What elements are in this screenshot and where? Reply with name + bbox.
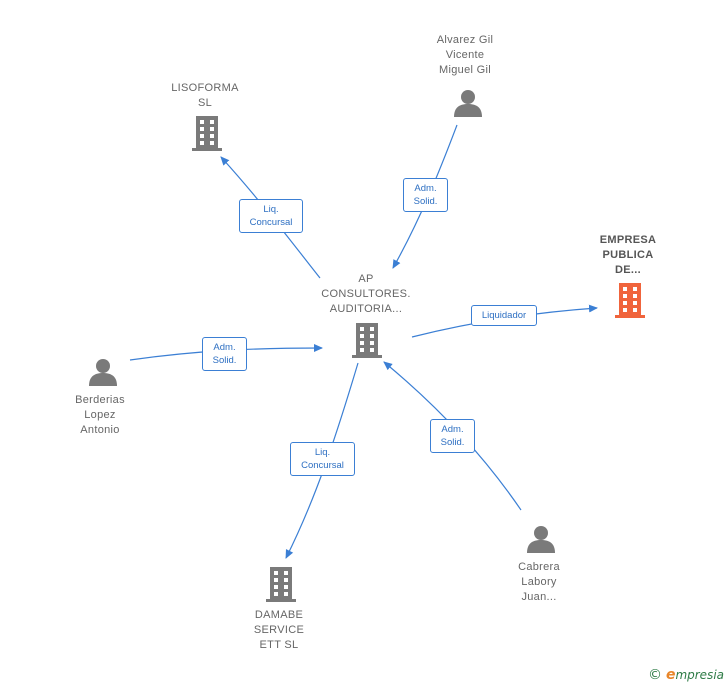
building-icon-highlight xyxy=(615,283,645,318)
node-label-line: ETT SL xyxy=(259,639,299,651)
edge-label-line: Solid. xyxy=(413,196,438,207)
node-label-line: LISOFORMA xyxy=(171,82,239,94)
building-icon xyxy=(352,323,382,358)
edge-label-adm-solid: Adm. Solid. xyxy=(430,419,475,453)
node-lisoforma[interactable]: LISOFORMA SL xyxy=(155,81,255,111)
brand-name: mpresia xyxy=(675,668,724,682)
edge-label-line: Liquidador xyxy=(481,310,527,321)
node-label-line: Labory xyxy=(521,576,557,588)
node-label-line: Lopez xyxy=(84,409,116,421)
node-label: AP CONSULTORES. AUDITORIA... xyxy=(306,272,426,317)
node-empresa-publica[interactable]: EMPRESA PUBLICA DE... xyxy=(578,233,678,278)
node-label: LISOFORMA SL xyxy=(155,81,255,111)
node-label-line: Miguel Gil xyxy=(439,64,491,76)
empresia-watermark: ©empresia xyxy=(648,667,724,683)
edge-label-adm-solid: Adm. Solid. xyxy=(403,178,448,212)
node-label: Alvarez Gil Vicente Miguel Gil xyxy=(415,33,515,78)
node-label-line: SL xyxy=(197,97,213,109)
edge-label-liquidador: Liquidador xyxy=(471,305,537,326)
node-label-line: SERVICE xyxy=(253,624,305,636)
node-berderias[interactable]: Berderias Lopez Antonio xyxy=(50,393,150,438)
node-label-line: DAMABE xyxy=(254,609,304,621)
edge-label-line: Liq. xyxy=(314,447,331,458)
node-label-line: Alvarez Gil xyxy=(436,34,494,46)
node-label-line: Antonio xyxy=(80,424,120,436)
edge-label-line: Liq. xyxy=(263,204,279,215)
node-label-line: AP xyxy=(358,273,374,285)
node-label: EMPRESA PUBLICA DE... xyxy=(578,233,678,278)
person-icon xyxy=(527,526,555,553)
edge-label-line: Solid. xyxy=(212,355,237,366)
edge-label-liq-concursal: Liq. Concursal xyxy=(290,442,355,476)
node-label-line: Berderias xyxy=(75,394,125,406)
person-icon xyxy=(89,359,117,386)
node-ap-consultores[interactable]: AP CONSULTORES. AUDITORIA... xyxy=(306,272,426,317)
building-icon xyxy=(266,567,296,602)
edge-label-line: Concursal xyxy=(301,460,344,471)
node-label-line: Cabrera xyxy=(518,561,560,573)
copyright-symbol: © xyxy=(647,667,662,683)
node-label: DAMABE SERVICE ETT SL xyxy=(229,608,329,653)
node-label-line: CONSULTORES. xyxy=(321,288,411,300)
edge-label-liq-concursal: Liq. Concursal xyxy=(239,199,303,233)
edge-label-line: Solid. xyxy=(440,437,465,448)
node-cabrera[interactable]: Cabrera Labory Juan... xyxy=(489,560,589,605)
node-label-line: EMPRESA xyxy=(599,234,657,246)
node-label: Cabrera Labory Juan... xyxy=(489,560,589,605)
edge-label-line: Adm. xyxy=(441,424,464,435)
edge-label-line: Adm. xyxy=(414,183,437,194)
person-icon xyxy=(454,90,482,117)
edge-label-adm-solid: Adm. Solid. xyxy=(202,337,247,371)
edge-label-line: Adm. xyxy=(213,342,236,353)
node-alvarez-gil[interactable]: Alvarez Gil Vicente Miguel Gil xyxy=(415,33,515,78)
edge-label-line: Concursal xyxy=(249,217,293,228)
node-label-line: Vicente xyxy=(445,49,485,61)
node-label-line: AUDITORIA... xyxy=(329,303,403,315)
node-label-line: Juan... xyxy=(521,591,557,603)
node-label-line: DE... xyxy=(615,264,641,276)
node-label-line: PUBLICA xyxy=(602,249,654,261)
brand-logo-letter: e xyxy=(665,667,676,683)
node-label: Berderias Lopez Antonio xyxy=(50,393,150,438)
building-icon xyxy=(192,116,222,151)
node-damabe[interactable]: DAMABE SERVICE ETT SL xyxy=(229,608,329,653)
